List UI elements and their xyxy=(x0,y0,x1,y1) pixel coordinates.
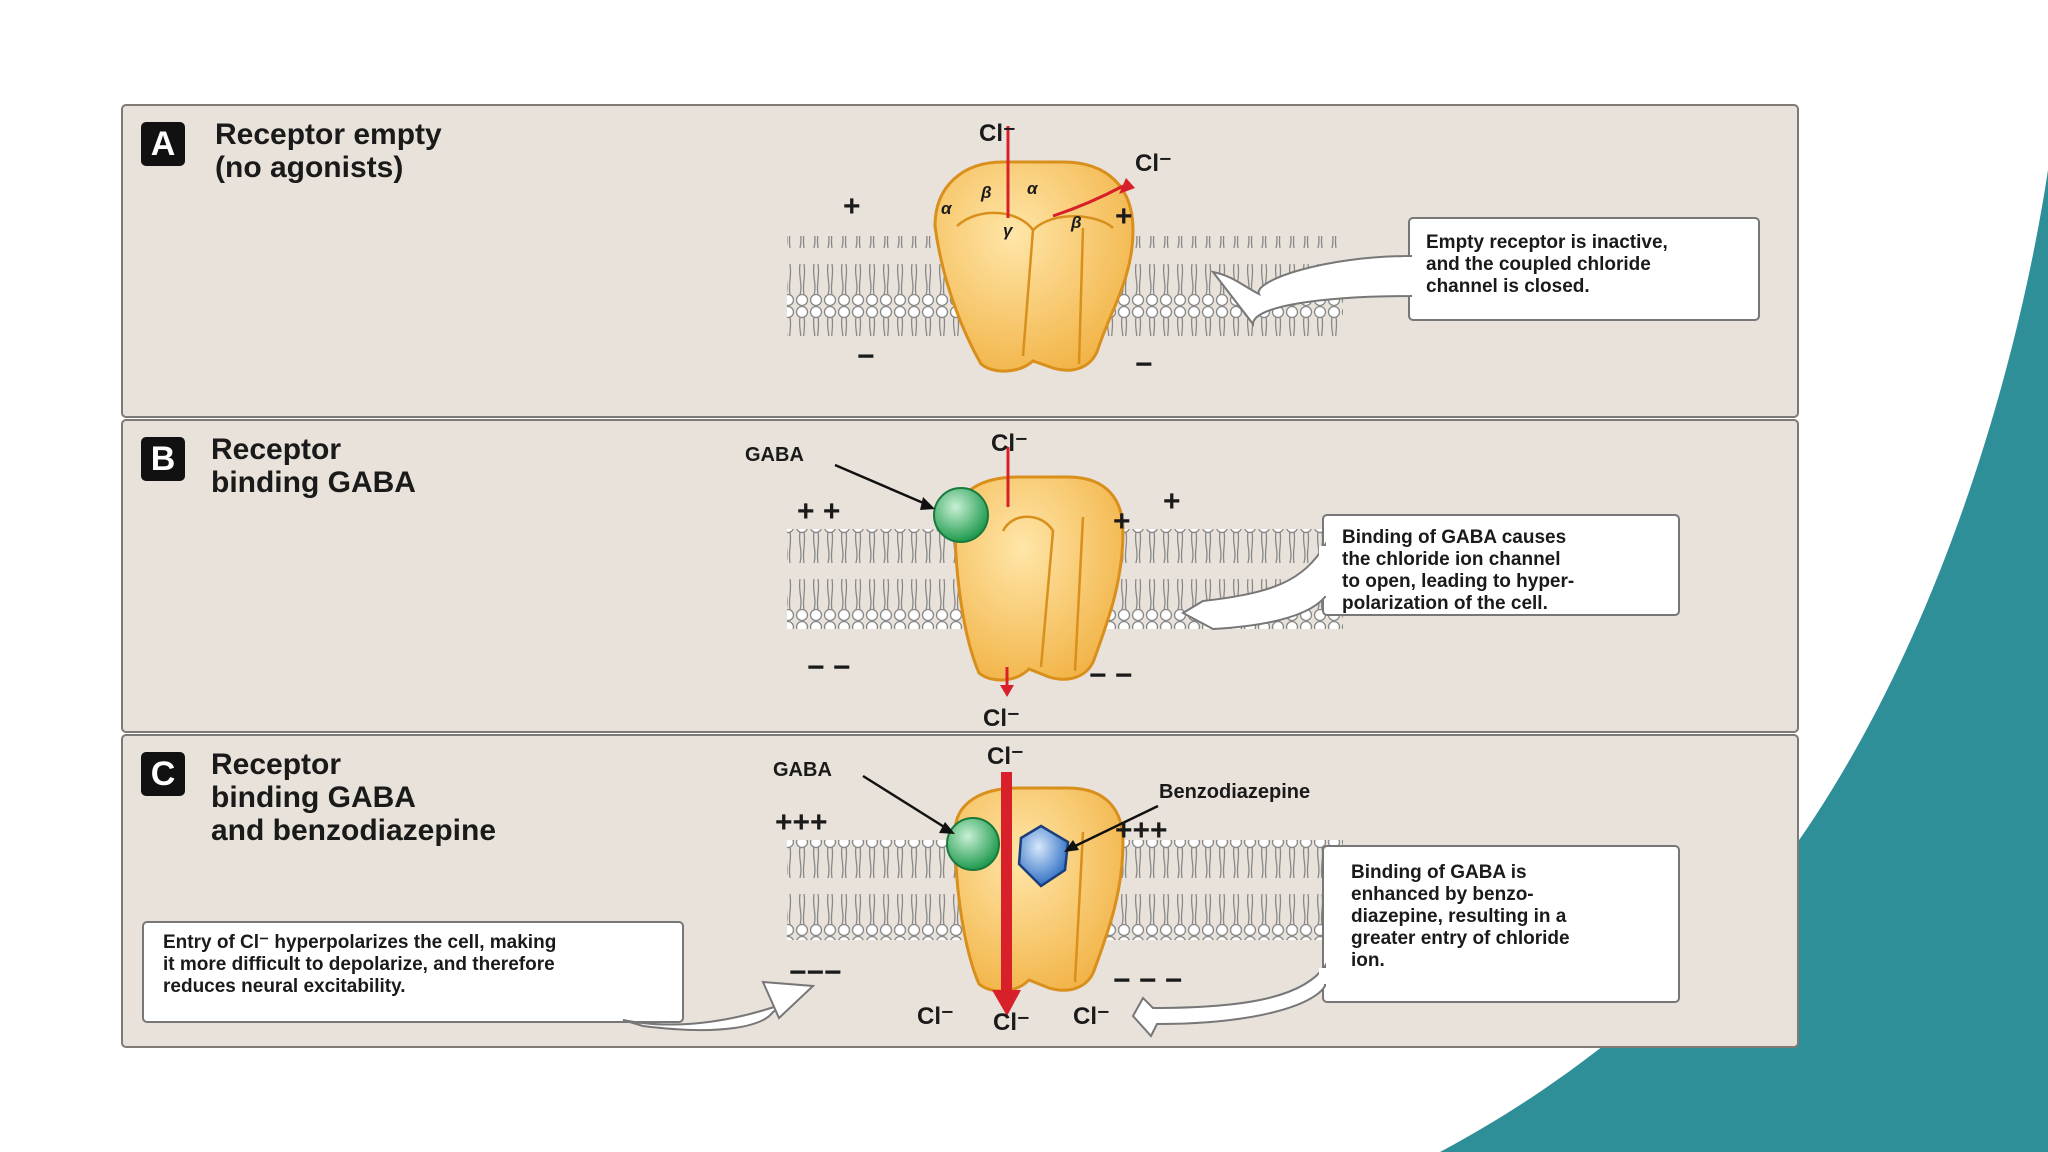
charge-upper-left: + + xyxy=(797,495,840,528)
panel-c-letter: C xyxy=(141,752,185,796)
charge-upper-right: +++ xyxy=(1115,814,1168,847)
chloride-down-arrowhead xyxy=(1000,685,1014,697)
benzo-pointer-line xyxy=(1070,804,1159,850)
panel-a: A Receptor empty (no agonists) xyxy=(121,104,1799,418)
gaba-receptor xyxy=(933,126,1135,373)
gaba-receptor xyxy=(953,447,1125,682)
gaba-pointer-line xyxy=(862,774,950,832)
callout-b-text: Binding of GABA causes the chloride ion … xyxy=(1342,527,1575,614)
charge-lower-right: − − xyxy=(1089,659,1132,692)
panel-c: C Receptor binding GABA and benzodiazepi… xyxy=(121,734,1799,1048)
panel-b-art: GABA Cl⁻ Cl⁻ + + + + − − − − xyxy=(745,430,1680,732)
callout-a-text: Empty receptor is inactive, and the coup… xyxy=(1426,232,1668,297)
panel-c-art: GABA Benzodiazepine Cl⁻ Cl⁻ Cl⁻ Cl⁻ +++ … xyxy=(142,743,1680,1038)
charge-lower-right: − − − xyxy=(1113,964,1182,997)
benzo-pointer-arrowhead xyxy=(1064,840,1079,852)
gaba-molecule xyxy=(933,487,989,543)
benzodiazepine-label: Benzodiazepine xyxy=(1159,781,1310,803)
gaba-molecule xyxy=(946,817,1000,871)
callout-c-right-box xyxy=(1131,845,1680,1038)
callout-b-box xyxy=(1180,514,1680,631)
chloride-flow-arrow xyxy=(1001,772,1012,994)
subunit-beta-2: β xyxy=(1070,213,1082,232)
chloride-label-bottom-right: Cl⁻ xyxy=(1073,1003,1110,1030)
chloride-side-arrow xyxy=(1052,184,1124,218)
chloride-side-arrowhead xyxy=(1119,178,1135,194)
panel-b: B Receptor binding GABA GABA xyxy=(121,419,1799,733)
chloride-label-side: Cl⁻ xyxy=(1135,150,1172,177)
charge-upper-right-1: + xyxy=(1113,505,1131,538)
panel-a-title: Receptor empty (no agonists) xyxy=(215,118,442,184)
chloride-label-bottom-left: Cl⁻ xyxy=(917,1003,954,1030)
panel-c-title: Receptor binding GABA and benzodiazepine xyxy=(211,748,497,847)
subunit-beta-1: β xyxy=(980,183,992,202)
chloride-label-bottom: Cl⁻ xyxy=(983,705,1020,732)
panel-b-title: Receptor binding GABA xyxy=(211,433,416,499)
charge-upper-left: + xyxy=(843,190,861,223)
callout-c-left-box xyxy=(142,921,816,1031)
gaba-label: GABA xyxy=(745,444,804,466)
gaba-receptor-figure: A Receptor empty (no agonists) xyxy=(121,104,1799,1048)
gaba-pointer-arrowhead xyxy=(920,497,935,510)
panel-a-art: α β α γ β Cl⁻ Cl⁻ + + − − xyxy=(787,120,1760,381)
chloride-label-top: Cl⁻ xyxy=(991,430,1028,457)
panel-b-letter: B xyxy=(141,437,185,481)
chloride-label-top: Cl⁻ xyxy=(987,743,1024,770)
gaba-pointer-arrowhead xyxy=(939,822,955,834)
charge-lower-right: − xyxy=(1135,348,1153,381)
charge-upper-right-2: + xyxy=(1163,485,1181,518)
charge-lower-left: −−− xyxy=(789,956,842,989)
charge-upper-left: +++ xyxy=(775,806,828,839)
callout-a-box xyxy=(1210,217,1760,327)
callout-c-right-text: Binding of GABA is enhanced by benzo- di… xyxy=(1351,862,1570,971)
subunit-alpha-2: α xyxy=(1027,179,1039,198)
benzodiazepine-molecule xyxy=(1017,824,1070,888)
callout-c-left-text: Entry of Cl⁻ hyperpolarizes the cell, ma… xyxy=(163,932,557,997)
gaba-label: GABA xyxy=(773,759,832,781)
charge-upper-right: + xyxy=(1115,200,1133,233)
subunit-gamma: γ xyxy=(1003,221,1014,240)
panel-a-letter: A xyxy=(141,122,185,166)
gaba-pointer-line xyxy=(834,463,929,507)
chloride-flow-arrowhead xyxy=(992,990,1021,1016)
charge-lower-left: − − xyxy=(807,651,850,684)
subunit-alpha-1: α xyxy=(941,199,953,218)
chloride-label-top: Cl⁻ xyxy=(979,120,1016,147)
chloride-label-bottom-center: Cl⁻ xyxy=(993,1009,1030,1036)
charge-lower-left: − xyxy=(857,340,875,373)
